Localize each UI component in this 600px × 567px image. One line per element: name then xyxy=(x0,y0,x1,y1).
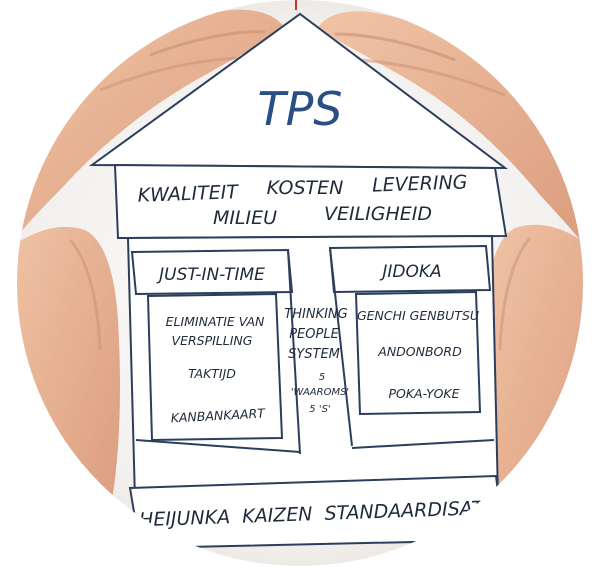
roof-kwaliteit: KWALITEIT xyxy=(137,181,239,207)
roof-kosten: KOSTEN xyxy=(267,177,344,199)
left-item-3: TAKTIJD xyxy=(188,366,236,381)
roof-milieu: MILIEU xyxy=(213,207,277,229)
right-pillar-box xyxy=(354,290,482,416)
center-line-5: 'WAAROMS' xyxy=(291,387,349,398)
pillar-left-header: JUST-IN-TIME xyxy=(156,265,265,285)
pillar-right-header: JIDOKA xyxy=(379,262,441,282)
left-item-4: KANBANKAART xyxy=(170,405,266,425)
roof-levering: LEVERING xyxy=(372,171,468,196)
right-item-1: GENCHI GENBUTSU xyxy=(357,308,479,323)
center-line-4: 5 xyxy=(319,372,325,383)
right-item-2: ANDONBORD xyxy=(377,344,462,359)
top-marker xyxy=(295,0,297,10)
left-item-1: ELIMINATIE VAN xyxy=(166,314,265,329)
right-item-3: POKA-YOKE xyxy=(388,386,459,401)
left-pillar-header-box xyxy=(130,248,294,296)
left-item-2: VERSPILLING xyxy=(172,333,253,348)
roof-beam xyxy=(113,163,508,240)
center-line-6: 5 'S' xyxy=(309,404,330,415)
left-pillar-box xyxy=(146,292,284,442)
labels: TPS KWALITEIT KOSTEN LEVERING MILIEU VEI… xyxy=(137,82,501,531)
center-line-2: PEOPLE xyxy=(289,327,339,342)
right-lower-hand xyxy=(482,224,583,566)
house xyxy=(88,12,509,550)
left-lower-hand xyxy=(17,226,120,566)
title-tps: TPS xyxy=(257,82,342,136)
center-line-1: THINKING xyxy=(284,307,347,322)
roof-veiligheid: VEILIGHEID xyxy=(324,203,432,225)
center-line-3: SYSTEM xyxy=(288,347,340,362)
